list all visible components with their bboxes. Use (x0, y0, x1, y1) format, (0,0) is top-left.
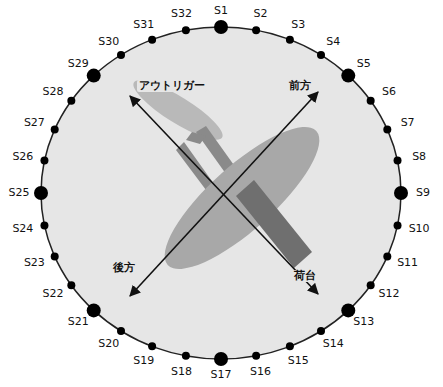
station-label: S11 (397, 257, 418, 269)
station-label: S16 (250, 366, 271, 378)
station-label: S28 (43, 86, 64, 98)
station-dot (341, 303, 355, 317)
station-dot (394, 186, 408, 200)
station-dot (117, 327, 125, 335)
station-dot (286, 342, 294, 350)
station-dot (383, 125, 391, 133)
station-dot (182, 352, 190, 360)
station-label: S13 (353, 316, 374, 328)
outrigger-label: アウトリガー (137, 80, 207, 92)
cargo-label: 荷台 (292, 270, 318, 282)
station-dot (252, 352, 260, 360)
station-label: S29 (68, 58, 89, 70)
station-dots (34, 20, 408, 366)
station-dot (117, 51, 125, 59)
station-label: S27 (24, 117, 45, 129)
station-dot (394, 221, 402, 229)
station-dot (34, 186, 48, 200)
station-dot (51, 253, 59, 261)
station-dot (87, 69, 101, 83)
station-dot (367, 281, 375, 289)
station-dot (383, 253, 391, 261)
hull (146, 107, 337, 288)
station-label: S26 (12, 151, 33, 163)
station-dot (214, 20, 228, 34)
station-dot (214, 352, 228, 366)
station-dot (40, 157, 48, 165)
station-label: S18 (171, 366, 192, 378)
station-label: S2 (253, 8, 267, 20)
station-label: S7 (401, 117, 415, 129)
front-label: 前方 (287, 80, 313, 92)
station-label: S20 (98, 338, 119, 350)
station-label: S5 (357, 58, 371, 70)
outrigger-strut (176, 142, 214, 190)
station-dot (148, 36, 156, 44)
survey-circle (41, 27, 401, 359)
station-label: S24 (12, 223, 33, 235)
station-dot (252, 26, 260, 34)
station-dot (367, 97, 375, 105)
rear-label: 後方 (111, 262, 137, 274)
station-dot (286, 36, 294, 44)
outrigger-strut (186, 132, 206, 144)
station-dot (148, 342, 156, 350)
station-dot (317, 327, 325, 335)
station-label: S25 (9, 187, 30, 199)
station-label: S12 (378, 288, 399, 300)
station-label: S6 (382, 86, 396, 98)
station-label: S17 (211, 369, 232, 381)
station-label: S15 (288, 355, 309, 367)
station-label: S3 (291, 19, 305, 31)
station-label: S23 (24, 257, 45, 269)
station-dot (51, 125, 59, 133)
station-label: S10 (409, 223, 430, 235)
station-label: S30 (98, 36, 119, 48)
station-dot (67, 281, 75, 289)
station-dot (341, 69, 355, 83)
fore-aft-axis-arrow (130, 92, 318, 296)
cargo-deck (236, 180, 312, 268)
station-label: S32 (171, 8, 192, 20)
station-label: S19 (133, 355, 154, 367)
station-label: S21 (68, 316, 89, 328)
station-label: S31 (133, 19, 154, 31)
station-label: S14 (323, 338, 344, 350)
station-label: S4 (326, 36, 340, 48)
station-dot (40, 221, 48, 229)
station-dot (87, 303, 101, 317)
station-label: S22 (43, 288, 64, 300)
station-dot (182, 26, 190, 34)
station-dot (394, 157, 402, 165)
station-label: S8 (412, 151, 426, 163)
station-dot (317, 51, 325, 59)
station-label: S1 (214, 5, 228, 17)
station-label: S9 (416, 187, 430, 199)
station-dot (67, 97, 75, 105)
